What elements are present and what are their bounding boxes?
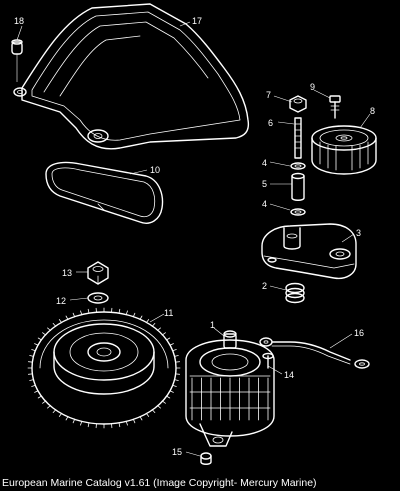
mounting-screw [200, 452, 212, 465]
callout-4-lower: 4 [262, 199, 267, 209]
callout-17: 17 [192, 16, 202, 26]
callout-13: 13 [62, 268, 72, 278]
spacer [291, 172, 305, 201]
callout-15: 15 [172, 447, 182, 457]
callout-11: 11 [164, 308, 173, 318]
callout-7: 7 [266, 90, 271, 100]
flywheel-washer [87, 292, 109, 304]
ground-lead [259, 337, 370, 369]
callout-2: 2 [262, 281, 267, 291]
idler-pulley [311, 125, 377, 175]
grommet [11, 39, 23, 82]
callout-9: 9 [310, 82, 315, 92]
flywheel-nut [87, 261, 109, 285]
catalog-caption: European Marine Catalog v1.61 (Image Cop… [2, 477, 317, 489]
callout-6: 6 [268, 118, 273, 128]
washer-upper [290, 162, 306, 170]
callout-16: 16 [354, 328, 364, 338]
terminal-post [262, 352, 274, 369]
flywheel-cover [13, 3, 250, 150]
callout-4-upper: 4 [262, 158, 267, 168]
pulley-bolt [329, 95, 341, 119]
callout-3: 3 [356, 228, 361, 238]
washer-lower [290, 208, 306, 216]
alternator [185, 330, 275, 447]
callout-10: 10 [150, 165, 160, 175]
flywheel [27, 307, 181, 429]
tension-spring [285, 282, 305, 304]
callout-5: 5 [262, 179, 267, 189]
callout-1: 1 [210, 320, 215, 330]
callout-8: 8 [370, 106, 375, 116]
leader-lines [16, 21, 371, 457]
stud [294, 117, 302, 159]
tensioner-bracket [261, 223, 357, 280]
drive-belt [45, 161, 164, 224]
hex-nut-small [289, 95, 307, 113]
callout-14: 14 [284, 370, 294, 380]
callout-labels: 17 18 10 7 9 8 6 4 5 4 3 2 13 12 11 1 16… [14, 16, 375, 457]
exploded-view: 17 18 10 7 9 8 6 4 5 4 3 2 13 12 11 1 16… [11, 3, 377, 465]
callout-18: 18 [14, 16, 24, 26]
callout-12: 12 [56, 296, 66, 306]
